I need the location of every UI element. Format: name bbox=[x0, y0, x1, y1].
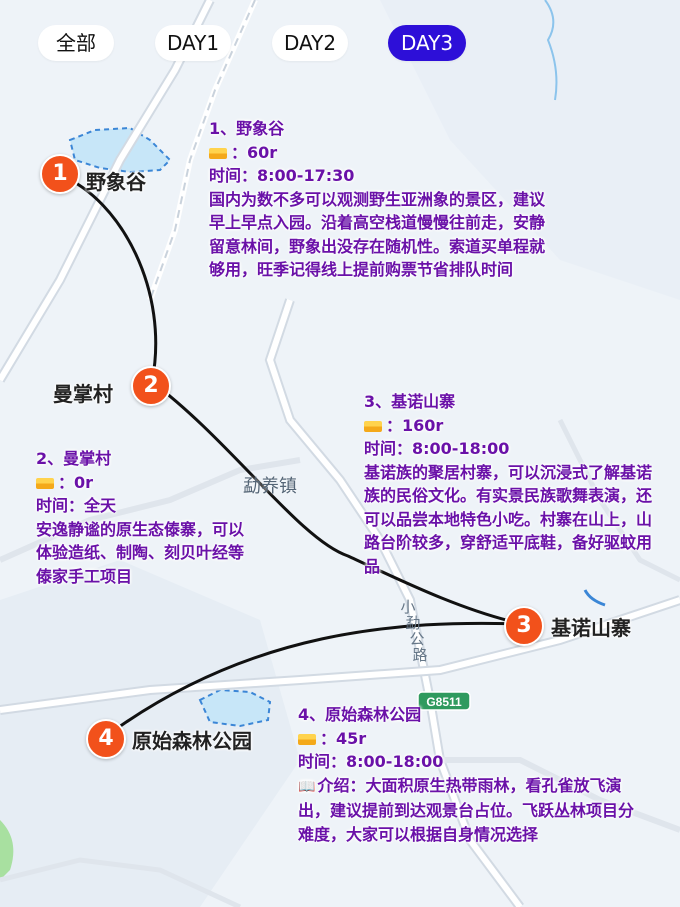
stop-desc: 基诺族的聚居村寨，可以沉浸式了解基诺族的民俗文化。有实景民族歌舞表演，还可以品尝… bbox=[364, 462, 653, 576]
place-label-yexianggu: 野象谷 bbox=[86, 170, 146, 194]
lake-forest-park bbox=[198, 688, 272, 728]
road bbox=[0, 857, 242, 907]
lake-yexianggu bbox=[68, 126, 172, 174]
road-badge-bg bbox=[417, 691, 471, 711]
stop-title: 3、基诺山寨 bbox=[364, 392, 456, 411]
book-icon: 📖 bbox=[298, 778, 316, 795]
stop-price: ：0r bbox=[36, 471, 258, 495]
stop-desc: 介绍：大面积原生热带雨林，看孔雀放飞演出，建议提前到达观景台占位。飞跃丛林项目分… bbox=[298, 775, 635, 844]
info-block-1: 1、野象谷 ：60r 时间：8:00-17:30 国内为数不多可以观测野生亚洲象… bbox=[209, 117, 549, 282]
stop-title: 2、曼掌村 bbox=[36, 449, 112, 468]
stop-hours: 时间：8:00-17:30 bbox=[209, 166, 355, 185]
stop-price: ：160r bbox=[364, 414, 664, 438]
marker-3[interactable]: 3 bbox=[504, 606, 544, 646]
road bbox=[0, 457, 301, 563]
marker-1[interactable]: 1 bbox=[40, 154, 80, 194]
town-label: 勐养镇 bbox=[243, 476, 297, 497]
place-label-jinuo: 基诺山寨 bbox=[551, 616, 631, 640]
tab-day1[interactable]: DAY1 bbox=[155, 25, 231, 61]
info-block-3: 3、基诺山寨 ：160r 时间：8:00-18:00 基诺族的聚居村寨，可以沉浸… bbox=[364, 390, 664, 578]
route-line bbox=[61, 174, 523, 626]
ticket-icon bbox=[209, 147, 227, 159]
road bbox=[266, 299, 523, 907]
place-label-forest-park: 原始森林公园 bbox=[132, 729, 252, 753]
terrain-patch bbox=[0, 560, 300, 907]
ticket-icon bbox=[364, 420, 382, 432]
stop-title: 1、野象谷 bbox=[209, 119, 285, 138]
place-label-manzhang: 曼掌村 bbox=[53, 382, 113, 406]
river bbox=[583, 589, 606, 607]
road-badge: G8511 bbox=[426, 695, 462, 709]
road-name-char: 勐 bbox=[405, 614, 421, 632]
day-tabs: 全部 DAY1 DAY2 DAY3 bbox=[0, 0, 680, 80]
route-line bbox=[104, 621, 523, 739]
info-block-2: 2、曼掌村 ：0r 时间：全天 安逸静谧的原生态傣寨，可以体验造纸、制陶、刻贝叶… bbox=[36, 447, 258, 588]
marker-4[interactable]: 4 bbox=[86, 719, 126, 759]
price-text: ：45r bbox=[320, 728, 367, 748]
stop-hours: 时间：8:00-18:00 bbox=[298, 752, 444, 771]
price-text: ：0r bbox=[58, 472, 94, 492]
road-name-char: 路 bbox=[412, 646, 428, 664]
tab-day3[interactable]: DAY3 bbox=[388, 25, 466, 61]
marker-2[interactable]: 2 bbox=[131, 366, 171, 406]
stop-title: 4、原始森林公园 bbox=[298, 705, 422, 724]
stop-price: ：45r bbox=[298, 727, 648, 751]
railway bbox=[149, 0, 256, 301]
ticket-icon bbox=[298, 733, 316, 745]
info-block-4: 4、原始森林公园 ：45r 时间：8:00-18:00 📖介绍：大面积原生热带雨… bbox=[298, 703, 648, 846]
stop-desc: 安逸静谧的原生态傣寨，可以体验造纸、制陶、刻贝叶经等傣家手工项目 bbox=[36, 519, 245, 586]
tab-all[interactable]: 全部 bbox=[38, 25, 114, 61]
road-name-char: 小 bbox=[400, 598, 416, 616]
road bbox=[440, 757, 680, 833]
stop-desc: 国内为数不多可以观测野生亚洲象的景区，建议早上早点入园。沿着高空栈道慢慢往前走，… bbox=[209, 189, 546, 280]
terrain-patch bbox=[380, 0, 680, 300]
tab-day2[interactable]: DAY2 bbox=[272, 25, 348, 61]
stop-price: ：60r bbox=[209, 141, 549, 165]
price-text: ：60r bbox=[231, 142, 278, 162]
price-text: ：160r bbox=[386, 415, 444, 435]
river bbox=[544, 0, 558, 101]
road bbox=[557, 418, 680, 583]
road bbox=[0, 597, 680, 713]
road-name-char: 公 bbox=[409, 630, 425, 648]
stop-desc-wrap: 📖介绍：大面积原生热带雨林，看孔雀放飞演出，建议提前到达观景台占位。飞跃丛林项目… bbox=[298, 774, 648, 847]
stop-hours: 时间：全天 bbox=[36, 496, 117, 515]
green-area bbox=[0, 820, 14, 880]
ticket-icon bbox=[36, 477, 54, 489]
stop-hours: 时间：8:00-18:00 bbox=[364, 439, 510, 458]
